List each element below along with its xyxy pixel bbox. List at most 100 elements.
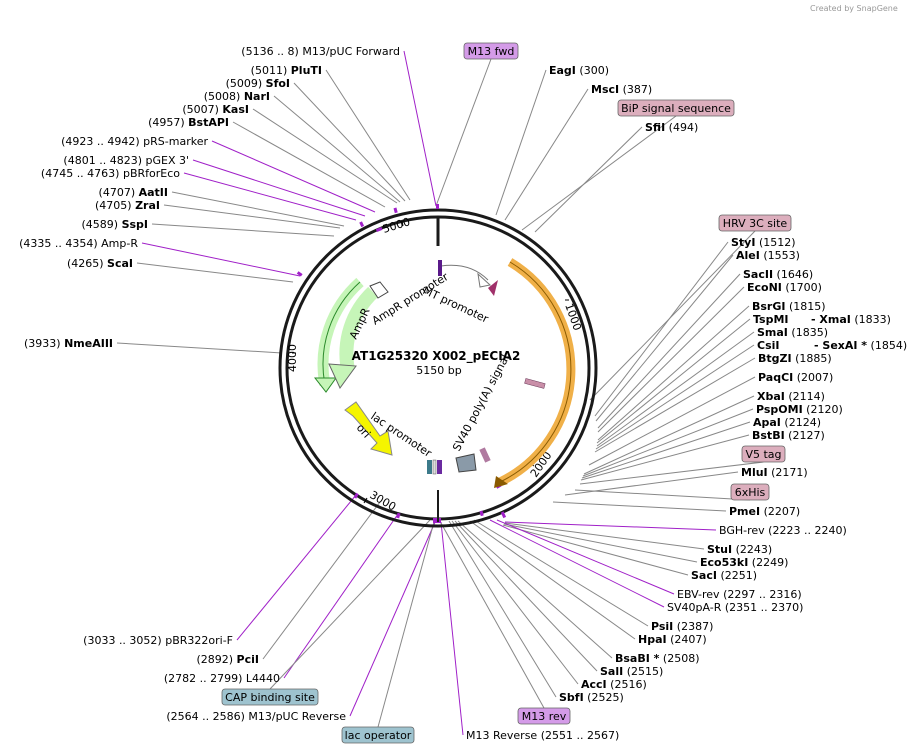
leader-amp-r	[141, 242, 301, 277]
ampr-arc-line	[322, 281, 361, 386]
leader-smai	[596, 331, 755, 447]
enzyme--sexai-: - SexAI * (1854)	[814, 339, 907, 352]
leader-bgh-rev	[504, 521, 717, 531]
site-position: (4923 .. 4942)	[61, 135, 143, 148]
enzyme-pcii: (2892) PciI	[196, 653, 259, 666]
ruler-tick	[401, 220, 404, 227]
enzyme-paqci: PaqCI (2007)	[758, 371, 833, 384]
enzyme-stui: StuI (2243)	[707, 543, 772, 556]
m13-rev-shape	[437, 460, 442, 474]
leader-box-bip-signal-sequence	[521, 115, 677, 231]
feature-box-m13-fwd	[463, 42, 519, 60]
site-name: L4440	[246, 672, 280, 685]
enzyme-econi: EcoNI (1700)	[747, 281, 822, 294]
enzyme-sfii: SfiI (494)	[645, 121, 698, 134]
orf-arrowhead	[494, 476, 508, 488]
leader-sbfi	[448, 520, 557, 698]
leader-styi	[594, 241, 729, 417]
orf-arc-outline	[499, 261, 572, 483]
site-name: TspMI	[753, 313, 789, 326]
sv40-polya-shape	[455, 453, 477, 473]
site-name: SalI	[600, 665, 623, 678]
site-position: (387)	[619, 83, 652, 96]
site-name: SmaI	[757, 326, 788, 339]
enzyme-msci: MscI (387)	[591, 83, 652, 96]
site-position: (2120)	[803, 403, 843, 416]
plasmid-name: AT1G25320 X002_pECIA2	[352, 349, 521, 364]
site-position: (2782 .. 2799)	[164, 672, 246, 685]
feature-m13-puc-reverse: (2564 .. 2586) M13/pUC Reverse	[166, 710, 346, 723]
site-name: Eco53kI	[700, 556, 748, 569]
site-position: (1512)	[755, 236, 795, 249]
leader-eagi	[495, 69, 547, 216]
site-position: (1646)	[773, 268, 813, 281]
site-position: (3033 .. 3052)	[83, 634, 165, 647]
enzyme-saci: SacI (2251)	[691, 569, 757, 582]
feature-box-m13-rev	[517, 707, 571, 725]
v5-his-shape	[479, 447, 491, 463]
site-name: CsiI	[757, 339, 779, 352]
enzyme-sbfi: SbfI (2525)	[559, 691, 624, 704]
site-name: pRS-marker	[143, 135, 208, 148]
ruler-tick	[363, 497, 368, 504]
site-name: Amp-R	[101, 237, 138, 250]
site-name: SacII	[743, 268, 773, 281]
site-position: (1553)	[760, 249, 800, 262]
leader-stui	[504, 522, 705, 550]
site-name: BstAPI	[188, 116, 229, 129]
leader-zrai	[163, 204, 341, 229]
site-position: (4335 .. 4354)	[19, 237, 101, 250]
site-name: ApaI	[753, 416, 781, 429]
site-name: SspI	[122, 218, 148, 231]
leader-msci	[504, 88, 589, 221]
feature-pbr322ori-f: (3033 .. 3052) pBR322ori-F	[83, 634, 233, 647]
leader-box-m13-rev	[440, 522, 545, 709]
site-name: SfiI	[645, 121, 665, 134]
leader-pspomi	[582, 408, 754, 477]
site-position: (2124)	[781, 416, 821, 429]
leader-pbrforeco	[183, 172, 357, 221]
feature-ebv-rev: EBV-rev (2297 .. 2316)	[677, 588, 802, 601]
site-position: (5136 .. 8)	[241, 45, 302, 58]
leader-pluti	[325, 69, 411, 201]
mt-feature-marker	[438, 260, 442, 276]
leader-paqci	[588, 376, 756, 466]
feature-box-label: CAP binding site	[225, 691, 315, 704]
enzyme-bsrgi: BsrGI (1815)	[752, 300, 826, 313]
site-name: NmeAIII	[64, 337, 113, 350]
enzyme-pmei: PmeI (2207)	[729, 505, 800, 518]
site-position: (1700)	[782, 281, 822, 294]
leader-sv40pa-r	[489, 519, 665, 608]
enzyme--xmai: - XmaI (1833)	[811, 313, 891, 326]
site-position: (2516)	[607, 678, 647, 691]
enzyme-nari: (5008) NarI	[204, 90, 270, 103]
leader-alei	[595, 254, 734, 422]
leader-box-6xhis	[574, 489, 751, 501]
site-name: ZraI	[135, 199, 160, 212]
leader-sacii	[597, 273, 741, 429]
leader-box-lac-operator	[377, 521, 435, 728]
enzyme-btgzi: BtgZI (1885)	[758, 352, 832, 365]
feature-box-label: M13 fwd	[468, 45, 515, 58]
ori-arrow	[344, 401, 393, 456]
site-position: (2564 .. 2586)	[166, 710, 248, 723]
hrv-site-shape	[524, 378, 546, 389]
leader-scai	[136, 262, 294, 283]
leader-sspi	[151, 223, 335, 237]
ruler-4000: 4000	[286, 344, 299, 372]
feature-box-label: lac operator	[345, 729, 412, 742]
site-name: M13/pUC Reverse	[248, 710, 346, 723]
site-position: (5011)	[251, 64, 291, 77]
site-position: (5009)	[226, 77, 266, 90]
enzyme-eagi: EagI (300)	[549, 64, 609, 77]
site-name: pGEX 3'	[145, 154, 189, 167]
feature-bgh-rev: BGH-rev (2223 .. 2240)	[719, 524, 847, 537]
leader-pbr322ori-f	[236, 494, 357, 641]
site-name: SfoI	[266, 77, 290, 90]
site-position: (2223 .. 2240)	[765, 524, 847, 537]
site-name: MluI	[741, 466, 768, 479]
site-position: (2515)	[623, 665, 663, 678]
site-name: pBR322ori-F	[165, 634, 233, 647]
